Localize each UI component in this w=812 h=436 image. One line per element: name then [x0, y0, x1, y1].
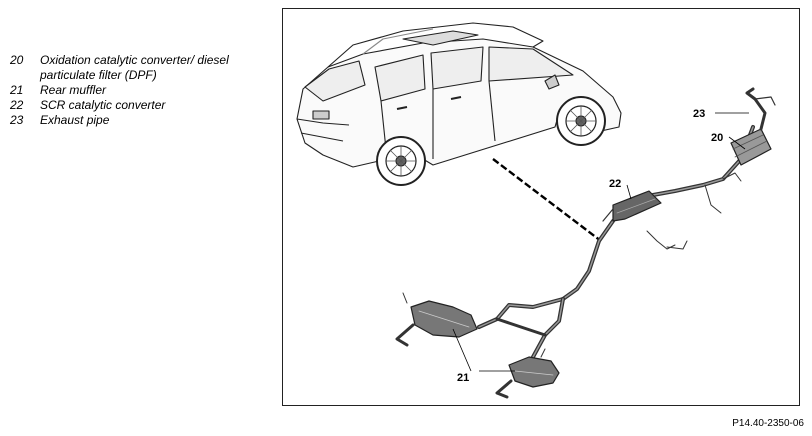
legend-item: 21 Rear muffler: [10, 83, 260, 98]
callout-21: 21: [457, 372, 469, 384]
figure-reference: P14.40-2350-06: [732, 418, 804, 429]
vehicle-illustration: [296, 22, 622, 186]
legend-number: 20: [10, 53, 24, 67]
callout-23: 23: [693, 108, 705, 120]
legend-text: Exhaust pipe: [40, 113, 110, 127]
exhaust-system: [395, 87, 776, 399]
callout-leaders: [452, 112, 749, 372]
legend-number: 22: [10, 98, 24, 112]
dpf-unit: [730, 87, 776, 166]
legend-number: 21: [10, 83, 24, 97]
legend-item: 20 Oxidation catalytic converter/ diesel…: [10, 53, 260, 83]
legend-text: Rear muffler: [40, 83, 107, 97]
legend-item: 22 SCR catalytic converter: [10, 98, 260, 113]
rear-muffler-right: [495, 348, 560, 399]
scr-unit: [602, 190, 676, 250]
legend-text: Oxidation catalytic converter/ diesel pa…: [40, 53, 229, 82]
callout-20: 20: [711, 132, 723, 144]
exhaust-diagram: 23 20 22 21: [296, 22, 776, 399]
rear-muffler-left: [395, 292, 478, 347]
legend-text: SCR catalytic converter: [40, 98, 166, 112]
exhaust-system-figure: 23 20 22 21: [282, 8, 800, 406]
leader-line: [492, 158, 602, 242]
legend-number: 23: [10, 113, 24, 127]
legend: 20 Oxidation catalytic converter/ diesel…: [10, 53, 260, 128]
legend-item: 23 Exhaust pipe: [10, 113, 260, 128]
callout-22: 22: [609, 178, 621, 190]
